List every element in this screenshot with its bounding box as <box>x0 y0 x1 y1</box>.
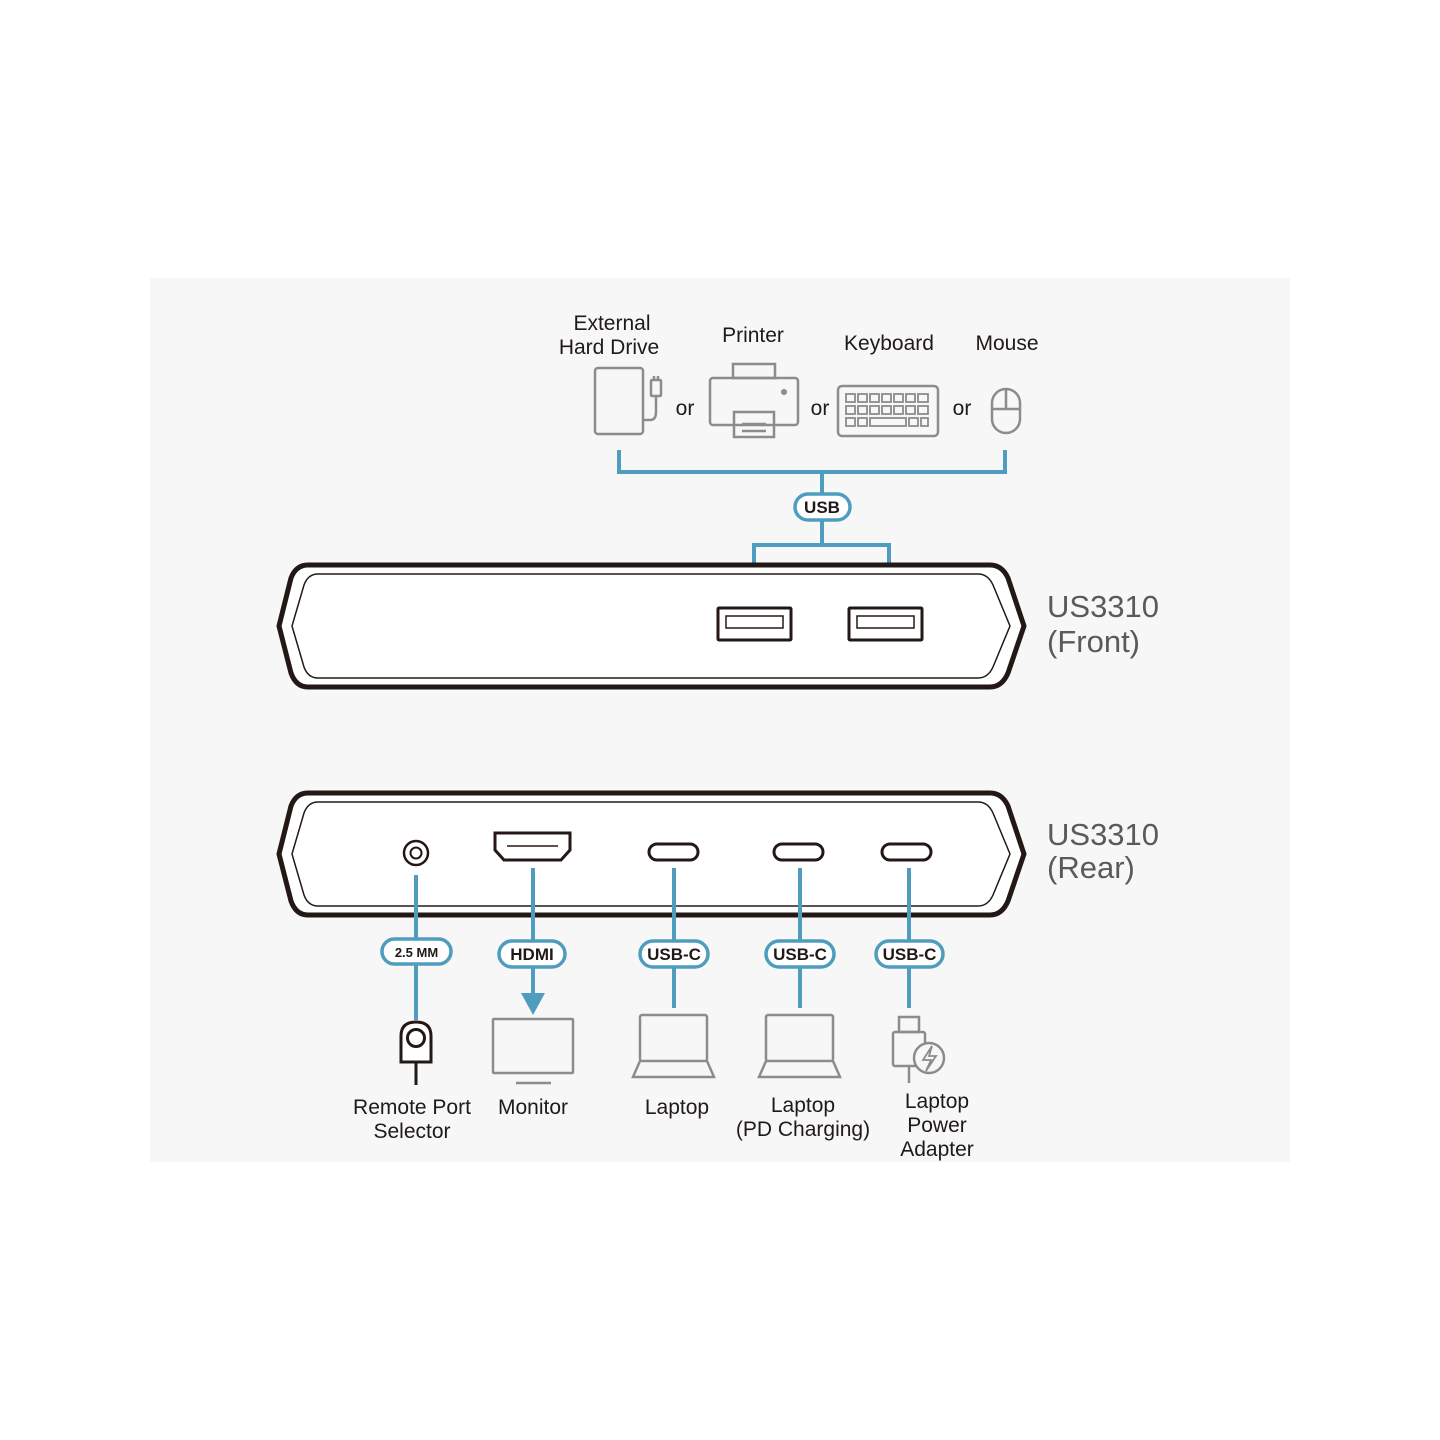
mouse-icon <box>990 387 1022 435</box>
hard-drive-label-line2: Hard Drive <box>559 336 659 359</box>
laptop-pd-label-line1: Laptop <box>771 1094 835 1117</box>
power-adapter-icon <box>891 1015 946 1083</box>
usb-c-port-2 <box>772 842 825 862</box>
front-side-label: (Front) <box>1047 624 1140 659</box>
remote-port-jack <box>402 839 430 867</box>
laptop-icon <box>631 1013 716 1079</box>
front-usb-port-2 <box>847 606 924 642</box>
keyboard-icon <box>836 384 940 438</box>
or-label-3: or <box>953 397 972 420</box>
laptop-pd-icon <box>757 1013 842 1079</box>
badge-usb-c-2 <box>764 939 836 969</box>
badge-hdmi <box>497 939 567 969</box>
lightning-icon <box>921 1045 938 1072</box>
badge-usb-c-1 <box>638 939 710 969</box>
badge-usb-c-2-label: USB-C <box>773 945 827 964</box>
adapter-label-line3: Adapter <box>900 1138 974 1161</box>
rear-side-label: (Rear) <box>1047 850 1135 885</box>
printer-label: Printer <box>722 324 784 347</box>
badge-2-5mm-label: 2.5 MM <box>395 945 438 960</box>
monitor-label: Monitor <box>498 1096 568 1119</box>
adapter-label-line1: Laptop <box>905 1090 969 1113</box>
badge-2-5mm <box>380 937 453 966</box>
adapter-label-line2: Power <box>907 1114 967 1137</box>
hdmi-arrow-icon <box>521 993 545 1015</box>
front-usb-port-1 <box>716 606 793 642</box>
badge-hdmi-label: HDMI <box>510 945 553 964</box>
usb-badge-label: USB <box>804 498 840 517</box>
laptop-pd-label-line2: (PD Charging) <box>736 1118 870 1141</box>
mouse-label: Mouse <box>975 332 1038 355</box>
keyboard-label: Keyboard <box>844 332 934 355</box>
or-label-1: or <box>676 397 695 420</box>
or-label-2: or <box>811 397 830 420</box>
diagram-panel <box>150 278 1290 1162</box>
hard-drive-icon <box>593 366 663 436</box>
hard-drive-label-line1: External <box>573 312 650 335</box>
front-model-label: US3310 <box>1047 589 1159 624</box>
usb-c-port-3 <box>880 842 933 862</box>
rear-model-label: US3310 <box>1047 817 1159 852</box>
badge-usb-c-3-label: USB-C <box>883 945 937 964</box>
usb-c-port-1 <box>647 842 700 862</box>
remote-plug-icon <box>399 1020 433 1085</box>
front-housing <box>276 562 1027 690</box>
usb-badge <box>793 492 852 522</box>
laptop-label: Laptop <box>645 1096 709 1119</box>
usb-bus-cable <box>617 450 1007 474</box>
hdmi-port <box>493 831 572 862</box>
printer-icon <box>708 362 800 439</box>
remote-label-line2: Selector <box>373 1120 450 1143</box>
badge-usb-c-1-label: USB-C <box>647 945 701 964</box>
remote-label-line1: Remote Port <box>353 1096 471 1119</box>
badge-usb-c-3 <box>874 939 945 969</box>
monitor-icon <box>491 1017 575 1085</box>
